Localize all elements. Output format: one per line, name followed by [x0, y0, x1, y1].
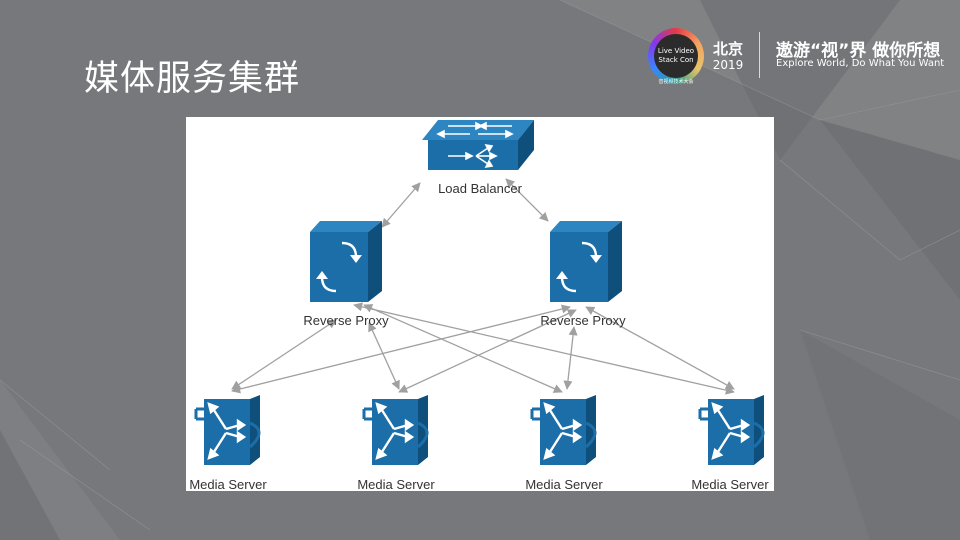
event-year: 2019: [712, 58, 744, 72]
reverse-proxy-label-1: Reverse Proxy: [303, 313, 389, 328]
media-server-node-4: Media Server: [691, 395, 769, 491]
load-balancer-label: Load Balancer: [438, 181, 523, 196]
logo-line-1: Live Video: [657, 47, 695, 55]
media-server-label-3: Media Server: [525, 477, 603, 491]
load-balancer-node: Load Balancer: [422, 120, 534, 196]
edge-proxy2-server3: [563, 326, 578, 390]
conference-logo: Live Video Stack Con 音视频技术大会: [648, 28, 704, 85]
connection-edges: [231, 178, 735, 395]
edge-proxy2-server1: [231, 304, 571, 394]
edge-proxy1-server3: [363, 304, 563, 393]
reverse-proxy-icon: [310, 221, 382, 302]
reverse-proxy-node-2: Reverse Proxy: [540, 221, 626, 328]
media-server-icon: [194, 395, 261, 465]
reverse-proxy-icon: [550, 221, 622, 302]
media-server-node-3: Media Server: [525, 395, 603, 491]
slogan-chinese: 遨游“视”界 做你所想: [776, 41, 941, 61]
media-server-node-2: Media Server: [357, 395, 435, 491]
reverse-proxy-node-1: Reverse Proxy: [303, 221, 389, 328]
edge-proxy2-server4: [585, 306, 735, 390]
logo-line-2: Stack Con: [658, 56, 694, 64]
slogan-english: Explore World, Do What You Want: [776, 58, 945, 69]
edge-proxy2-server2: [398, 309, 577, 393]
media-server-label-4: Media Server: [691, 477, 769, 491]
media-server-node-1: Media Server: [189, 395, 267, 491]
diagram-canvas: Load Balancer Reverse Proxy: [189, 120, 769, 491]
event-city: 北京: [712, 40, 743, 58]
logo-subtitle: 音视频技术大会: [658, 79, 694, 85]
media-server-icon: [362, 395, 429, 465]
reverse-proxy-label-2: Reverse Proxy: [540, 313, 626, 328]
header-divider: [759, 32, 760, 78]
edge-lb-proxy-1: [381, 182, 421, 228]
network-switch-icon: [422, 120, 534, 170]
edge-lb-proxy-2: [505, 178, 549, 222]
architecture-diagram: Load Balancer Reverse Proxy: [186, 117, 774, 491]
media-server-icon: [698, 395, 765, 465]
slide-title: 媒体服务集群: [84, 59, 301, 99]
media-server-label-1: Media Server: [189, 477, 267, 491]
media-server-label-2: Media Server: [357, 477, 435, 491]
media-server-icon: [530, 395, 597, 465]
